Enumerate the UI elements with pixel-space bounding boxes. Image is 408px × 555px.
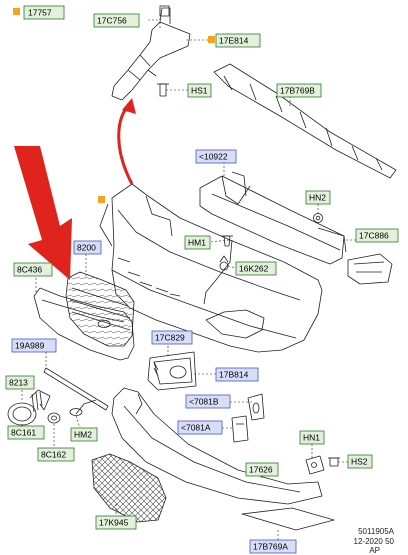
radiator-grille <box>65 271 135 347</box>
orange-marker <box>98 196 105 203</box>
bumper-side-bracket <box>347 253 393 285</box>
part-label-7081B[interactable]: <7081B <box>185 394 231 409</box>
part-label-HS2[interactable]: HS2 <box>347 454 373 469</box>
part-label-17K945[interactable]: 17K945 <box>95 515 137 530</box>
part-label-8C161[interactable]: 8C161 <box>7 425 45 440</box>
lower-grille <box>91 453 167 523</box>
part-label-17C829[interactable]: 17C829 <box>151 330 193 345</box>
part-number: 8C436 <box>17 265 42 275</box>
part-label-17757[interactable]: 17757 <box>23 5 65 20</box>
part-number: HM1 <box>188 238 206 248</box>
part-label-HM1[interactable]: HM1 <box>184 235 211 250</box>
part-number: 19A989 <box>15 341 45 351</box>
nut-8c162 <box>47 412 61 424</box>
drawing-date: 12-2020 50 <box>353 537 394 546</box>
part-label-16K262[interactable]: 16K262 <box>235 261 277 276</box>
red-pointer-arrow <box>14 146 72 280</box>
part-label-HM2[interactable]: HM2 <box>70 427 98 442</box>
nut-hn1 <box>305 455 325 475</box>
part-number: HN2 <box>309 193 326 203</box>
part-label-HS1[interactable]: HS1 <box>187 83 212 98</box>
part-number: <7081B <box>189 397 219 407</box>
part-label-17C886[interactable]: 17C886 <box>355 228 399 243</box>
part-label-10922[interactable]: <10922 <box>195 149 237 164</box>
part-label-17B769A[interactable]: 17B769A <box>249 539 297 554</box>
lower-valance <box>111 387 323 505</box>
part-number: 17B769B <box>280 86 315 96</box>
fog-lamp <box>7 389 51 426</box>
sensor-16k262 <box>219 255 229 271</box>
orange-marker <box>13 8 20 15</box>
part-label-8C162[interactable]: 8C162 <box>37 447 75 462</box>
part-number: 8200 <box>77 243 96 253</box>
part-number: 8C162 <box>41 450 66 460</box>
part-label-17626[interactable]: 17626 <box>245 462 279 477</box>
part-number: 17757 <box>28 8 52 18</box>
part-number: 8C161 <box>11 428 36 438</box>
nut-hn2 <box>313 213 323 223</box>
screw-hs2 <box>328 457 340 467</box>
part-number: 17B769A <box>253 542 288 552</box>
drawing-region: AP <box>369 546 380 555</box>
screw-hm2 <box>69 399 97 416</box>
tow-hook-cover-b <box>247 393 265 421</box>
part-label-7081A[interactable]: <7081A <box>177 420 223 435</box>
grille-moulding <box>43 367 109 411</box>
part-label-8213[interactable]: 8213 <box>5 375 35 390</box>
tow-hook-cover-a <box>231 415 249 443</box>
part-number: 17626 <box>249 465 273 475</box>
part-number: HS2 <box>351 457 368 467</box>
part-number: <7081A <box>181 423 211 433</box>
part-number: 16K262 <box>239 264 269 274</box>
part-label-HN2[interactable]: HN2 <box>305 190 331 205</box>
part-number: HN1 <box>303 433 320 443</box>
part-number: 17C829 <box>155 333 185 343</box>
part-number: HS1 <box>191 86 208 96</box>
orange-marker <box>208 36 215 43</box>
part-label-17B814[interactable]: 17B814 <box>215 367 259 382</box>
part-number: 8213 <box>9 378 28 388</box>
drawing-number: 5011905A <box>358 527 394 536</box>
part-label-8200[interactable]: 8200 <box>73 240 102 255</box>
part-label-17E814[interactable]: 17E814 <box>215 33 261 48</box>
red-curved-arrow <box>117 105 134 185</box>
part-label-17B769B[interactable]: 17B769B <box>276 83 322 98</box>
part-number: 17E814 <box>219 36 249 46</box>
fog-lamp-bezel <box>147 351 197 391</box>
part-label-8C436[interactable]: 8C436 <box>13 262 53 277</box>
part-number: HM2 <box>74 430 92 440</box>
clip-hm1 <box>221 235 233 247</box>
bumper-reinforcement-upper <box>213 63 397 179</box>
part-number: 17B814 <box>219 370 249 380</box>
lower-strip <box>241 507 335 531</box>
part-label-HN1[interactable]: HN1 <box>299 430 325 445</box>
part-label-17C756[interactable]: 17C756 <box>93 13 140 28</box>
part-number: 17C886 <box>359 231 389 241</box>
part-number: 17C756 <box>97 16 127 26</box>
bumper-impact-beam <box>199 171 347 265</box>
part-number: 17K945 <box>99 518 129 528</box>
screw-hs1 <box>157 83 169 97</box>
bumper-cover <box>99 183 323 353</box>
part-number: <10922 <box>199 152 228 162</box>
red-curved-arrow-head <box>122 98 136 114</box>
part-label-19A989[interactable]: 19A989 <box>11 338 57 353</box>
